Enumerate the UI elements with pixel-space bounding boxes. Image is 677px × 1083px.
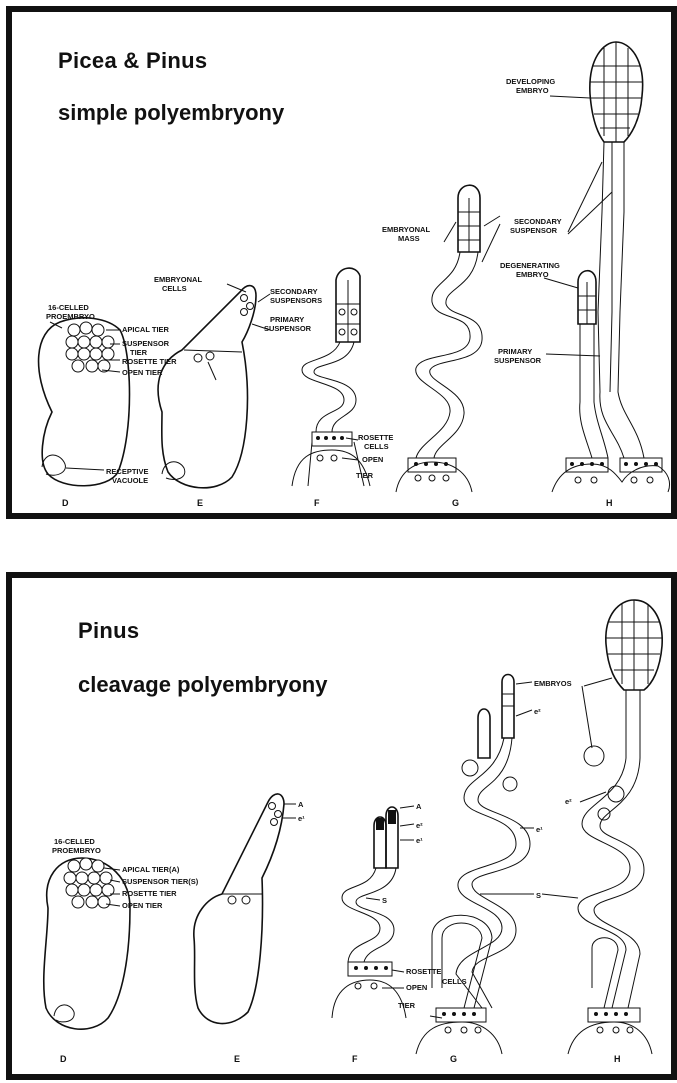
label-apical-tier: APICAL TIER	[122, 325, 170, 334]
label-e2-f: e²	[416, 821, 423, 830]
label-open-tier: OPEN TIER	[122, 901, 163, 910]
label-proembryo-2: PROEMBRYO	[52, 846, 101, 855]
label-rosette-cells-1: ROSETTE	[406, 967, 441, 976]
label-primary-suspensor-h-2: SUSPENSOR	[494, 356, 542, 365]
label-s-f: S	[382, 896, 387, 905]
label-suspensor-tier-1: SUSPENSOR	[122, 339, 170, 348]
label-open-tier-f-1: OPEN	[406, 983, 427, 992]
label-embryos: EMBRYOS	[534, 679, 572, 688]
label-apical-tier: APICAL TIER(A)	[122, 865, 180, 874]
label-embryonal-cells-1: EMBRYONAL	[154, 275, 202, 284]
label-suspensor-tiers: SUSPENSOR TIER(S)	[122, 877, 199, 886]
label-secondary-suspensors-2: SUSPENSORS	[270, 296, 322, 305]
label-receptive-1: RECEPTIVE	[106, 467, 149, 476]
label-secondary-suspensor-1: SECONDARY	[514, 217, 562, 226]
stage-g-diagram	[416, 675, 534, 1055]
stage-d-diagram	[44, 858, 130, 1029]
stage-e-diagram	[158, 284, 270, 488]
stage-label-e: E	[197, 498, 203, 508]
label-primary-suspensor-h-1: PRIMARY	[498, 347, 532, 356]
label-primary-suspensor-1: PRIMARY	[270, 315, 304, 324]
label-open-tier-f-2: TIER	[356, 471, 374, 480]
cleavage-polyembryony-panel: Pinus cleavage polyembryony 16-CELLED PR…	[6, 572, 677, 1080]
simple-polyembryony-diagram: 16-CELLED PROEMBRYO APICAL TIER SUSPENSO…	[12, 12, 671, 513]
label-open-tier: OPEN TIER	[122, 368, 163, 377]
stage-e-diagram	[194, 794, 296, 1024]
simple-polyembryony-panel: Picea & Pinus simple polyembryony 16-CEL…	[6, 6, 677, 519]
stage-label-h: H	[606, 498, 613, 508]
label-e2-g: e²	[534, 707, 541, 716]
stage-label-d: D	[60, 1054, 67, 1064]
stage-d-diagram	[39, 318, 130, 486]
label-e1-g: e¹	[536, 825, 543, 834]
label-primary-suspensor-2: SUSPENSOR	[264, 324, 312, 333]
label-e1-e: e¹	[298, 814, 305, 823]
stage-label-f: F	[352, 1054, 358, 1064]
label-rosette-cells-1: ROSETTE	[358, 433, 393, 442]
label-proembryo-2: PROEMBRYO	[46, 312, 95, 321]
label-open-tier-f-1: OPEN	[362, 455, 383, 464]
stage-label-h: H	[614, 1054, 621, 1064]
label-rosette-tier: ROSETTE TIER	[122, 889, 177, 898]
label-secondary-suspensor-2: SUSPENSOR	[510, 226, 558, 235]
stage-label-g: G	[452, 498, 459, 508]
label-e2-h: e²	[565, 797, 572, 806]
label-open-tier-f-2: TIER	[398, 1001, 416, 1010]
label-proembryo-1: 16-CELLED	[54, 837, 95, 846]
label-secondary-suspensors-1: SECONDARY	[270, 287, 318, 296]
label-s-g: S	[536, 891, 541, 900]
label-e1-f: e¹	[416, 836, 423, 845]
label-embryonal-mass-2: MASS	[398, 234, 420, 243]
stage-label-e: E	[234, 1054, 240, 1064]
label-developing-embryo-1: DEVELOPING	[506, 77, 555, 86]
cleavage-polyembryony-diagram: 16-CELLED PROEMBRYO APICAL TIER(A) SUSPE…	[12, 578, 671, 1074]
stage-h-diagram	[544, 42, 670, 492]
stage-h-diagram	[542, 600, 662, 1054]
label-developing-embryo-2: EMBRYO	[516, 86, 549, 95]
stage-f-diagram	[332, 806, 414, 1018]
stage-label-f: F	[314, 498, 320, 508]
label-rosette-cells-2: CELLS	[442, 977, 467, 986]
label-a-e: A	[298, 800, 304, 809]
label-proembryo-1: 16-CELLED	[48, 303, 89, 312]
label-rosette-tier: ROSETTE TIER	[122, 357, 177, 366]
stage-label-g: G	[450, 1054, 457, 1064]
label-a-f: A	[416, 802, 422, 811]
label-degenerating-embryo-2: EMBRYO	[516, 270, 549, 279]
label-receptive-2: VACUOLE	[112, 476, 148, 485]
label-embryonal-mass-1: EMBRYONAL	[382, 225, 430, 234]
label-degenerating-embryo-1: DEGENERATING	[500, 261, 560, 270]
stage-label-d: D	[62, 498, 69, 508]
label-rosette-cells-2: CELLS	[364, 442, 389, 451]
label-suspensor-tier-2: TIER	[130, 348, 148, 357]
label-embryonal-cells-2: CELLS	[162, 284, 187, 293]
